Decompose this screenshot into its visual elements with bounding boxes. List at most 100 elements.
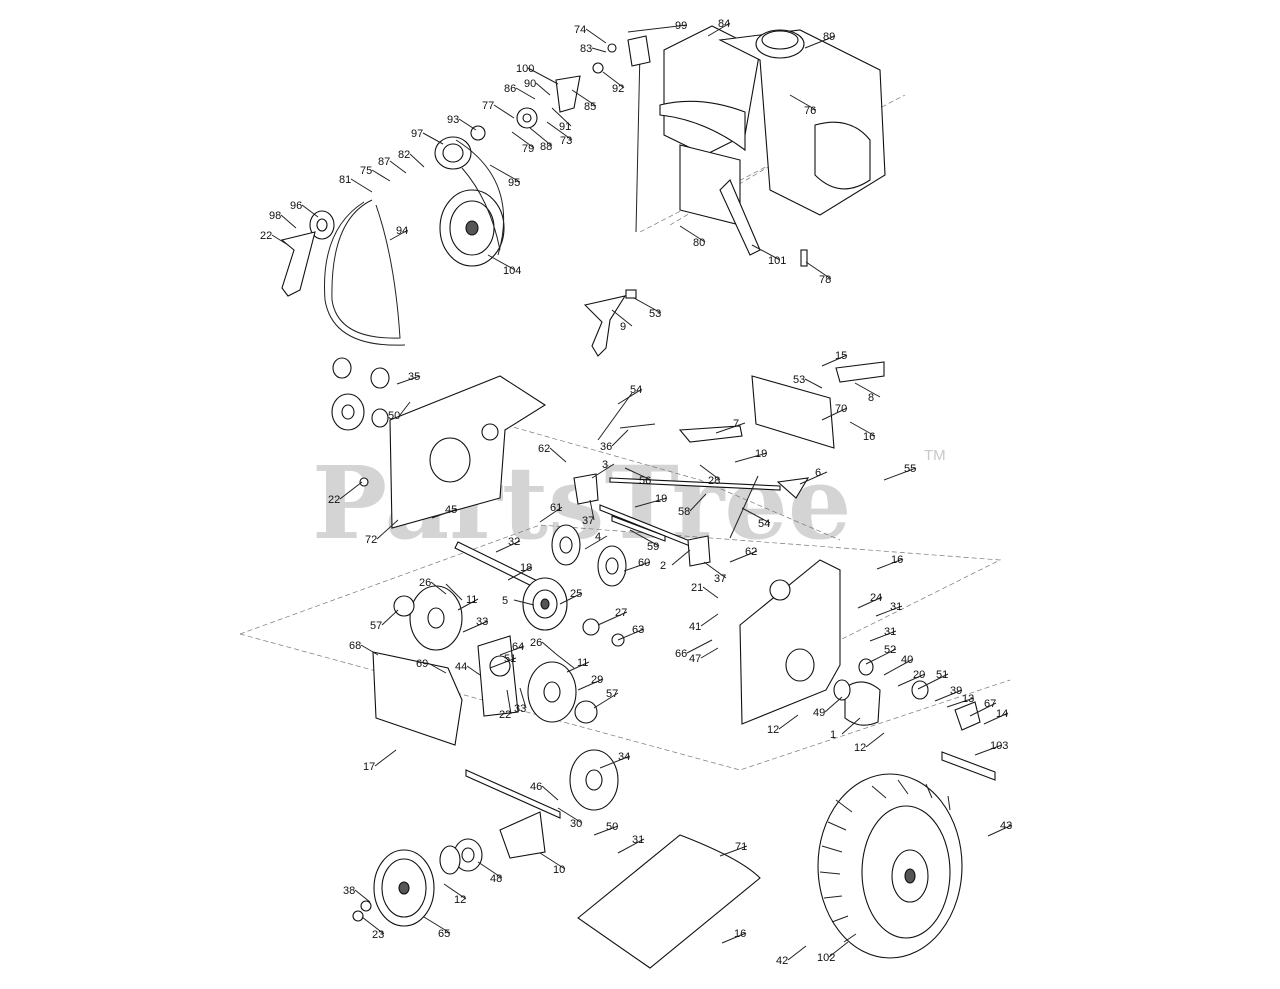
callout-leader-line [875,605,903,617]
callout-leader-line [821,354,848,367]
part-number-label: 26 [419,577,431,589]
part-number-label: 102 [817,952,835,964]
part-number-label: 70 [835,403,847,415]
callout-leader-line [627,24,688,33]
part-number-label: 59 [647,541,659,553]
callout-leader-line [624,467,652,481]
callout-leader-line [423,916,451,934]
part-number-label: 74 [574,24,586,36]
callout-leader-line [557,807,583,824]
part-number-label: 11 [466,594,477,606]
part-number-label: 100 [516,63,534,75]
callout-leader-line [828,941,849,958]
callout-leader-line [519,687,527,709]
part-number-label: 63 [632,624,644,636]
part-number-label: 22 [328,494,340,506]
part-number-label: 19 [755,448,767,460]
callout-leader-line [566,661,590,673]
callout-leader-line [539,506,563,523]
part-number-label: 16 [734,928,746,940]
callout-leader-line [396,375,421,385]
part-number-label: 31 [890,601,902,613]
part-number-label: 2 [660,560,666,572]
callout-leader-line [477,861,503,879]
part-number-label: 91 [559,121,571,133]
callout-leader-line [499,645,525,656]
callout-leader-line [699,464,721,481]
callout-leader-line [549,447,567,463]
right-frame-plate [739,559,996,781]
callout-leader-line [617,838,645,854]
callout-leader-line [422,132,444,145]
callout-leader-line [381,609,399,626]
callout-leader-line [389,160,407,174]
callout-leader-line [876,558,904,570]
callout-leader-line [849,421,876,437]
callout-leader-line [360,644,379,656]
callout-leader-line [354,889,371,903]
part-number-label: 73 [560,135,572,147]
engine-assembly [635,25,886,267]
part-number-label: 36 [600,441,612,453]
part-number-label: 99 [675,20,687,32]
part-number-label: 78 [819,274,831,286]
part-number-label: 65 [438,928,450,940]
callout-leader-line [597,611,628,626]
callout-leader-line [987,824,1013,837]
part-number-label: 37 [582,515,594,527]
bracket-plate [751,375,835,449]
callout-leader-line [700,647,719,659]
part-number-label: 60 [638,557,650,569]
part-number-label: 58 [678,506,690,518]
part-number-label: 3 [602,459,608,471]
part-number-label: 1 [830,729,836,741]
callout-leader-line [617,628,645,641]
axle-assembly [352,749,619,927]
callout-leader-line [489,164,521,183]
callout-leader-line [339,481,363,500]
part-number-label: 46 [530,781,542,793]
part-number-label: 76 [804,105,816,117]
callout-leader-line [729,550,758,563]
callout-leader-line [489,657,517,669]
part-number-label: 21 [691,582,703,594]
part-number-label: 44 [455,661,467,673]
part-number-label: 84 [718,18,730,30]
part-number-label: 52 [884,644,896,656]
callout-leader-line [883,658,914,676]
callout-leader-line [707,22,731,37]
part-number-label: 12 [454,894,466,906]
part-number-label: 49 [813,707,825,719]
callout-leader-line [591,463,615,479]
left-frame-plate [331,357,547,529]
callout-leader-line [623,561,651,572]
part-number-label: 50 [606,821,618,833]
callout-leader-line [702,586,719,599]
part-number-label: 27 [615,607,627,619]
part-number-label: 26 [530,637,542,649]
callout-leader-line [399,401,411,416]
part-number-label: 83 [580,43,592,55]
part-number-label: 42 [776,955,788,967]
part-number-label: 86 [504,83,516,95]
part-number-label: 38 [343,885,355,897]
callout-leader-line [495,540,521,553]
part-number-label: 37 [714,573,726,585]
callout-leader-line [584,535,608,550]
part-number-label: 103 [990,740,1008,752]
callout-leader-line [506,689,512,715]
callout-leader-line [719,845,748,857]
part-number-label: 88 [540,141,552,153]
part-number-label: 45 [445,504,457,516]
callout-leader-line [883,467,917,481]
part-number-label: 54 [630,384,642,396]
callout-leader-line [969,702,997,717]
callout-leader-line [271,234,289,246]
callout-leader-line [869,630,897,642]
callout-leader-line [689,493,707,512]
callout-leader-line [559,592,583,605]
callout-leader-line [787,945,807,961]
part-number-label: 34 [618,751,630,763]
part-number-label: 50 [388,410,400,422]
part-number-label: 94 [396,225,408,237]
